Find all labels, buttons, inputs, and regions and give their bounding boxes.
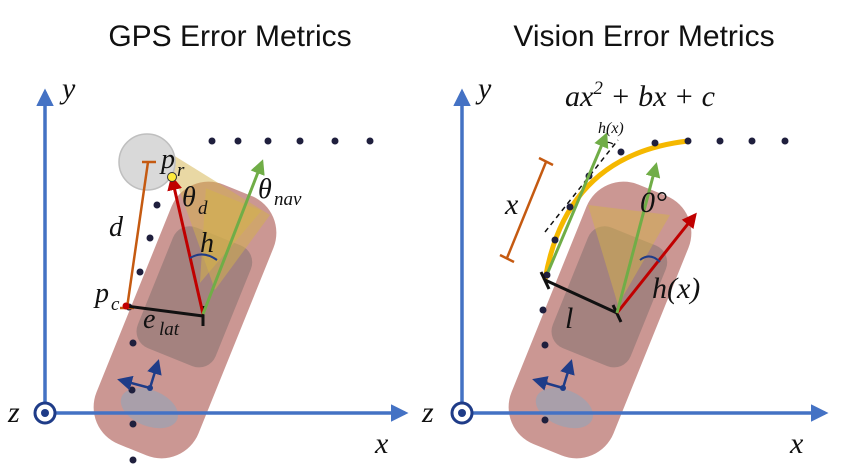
vision-headlight-cone [588, 205, 670, 305]
gps-local-frame [117, 359, 162, 391]
vision-title: Vision Error Metrics [513, 20, 774, 53]
vision-hx-angle-arc [639, 255, 661, 263]
vision-heading-arrow [615, 212, 697, 314]
gps-lateral-error-line [125, 304, 204, 318]
vision-equation: ax2 + bx + c [565, 78, 715, 113]
gps-y-label: y [59, 72, 76, 105]
gps-headlight-cone [165, 150, 270, 290]
vision-panel: Vision Error Metrics y x z ax2 + bx + c [421, 20, 829, 460]
vision-x-bracket [505, 161, 548, 259]
vision-tangent-line [544, 139, 619, 233]
gps-pc-point [122, 302, 130, 310]
gps-pc-label: p [93, 278, 109, 309]
gps-title: GPS Error Metrics [108, 20, 351, 53]
vision-y-label: y [475, 72, 492, 105]
vision-tangent-arrow [546, 132, 609, 273]
gps-theta-d-label: θ [182, 182, 196, 213]
vision-local-frame [532, 359, 575, 391]
gps-d-label: d [109, 212, 124, 243]
vision-fitted-curve [542, 138, 689, 281]
gps-theta-d-sub: d [198, 198, 208, 219]
gps-pr-point [167, 172, 177, 182]
gps-heading-arrow [167, 175, 205, 315]
vision-zero-arrow [615, 162, 661, 314]
gps-theta-nav-label: θ [258, 174, 272, 205]
gps-pc-sub: c [111, 294, 120, 315]
gps-theta-nav-sub: nav [274, 189, 302, 210]
vision-l-label: l [565, 302, 573, 335]
vision-hx-small-label: h(x) [598, 120, 624, 137]
gps-z-label: z [7, 396, 20, 429]
gps-h-angle-arc [189, 253, 218, 261]
gps-elat-sub: lat [159, 319, 180, 340]
gps-nav-arrow [201, 159, 265, 315]
gps-distance-line [125, 161, 150, 309]
vision-x-label: x [789, 427, 804, 460]
gps-h-label: h [200, 228, 214, 259]
gps-elat-label: e [143, 304, 155, 335]
vision-x-length-label: x [504, 188, 519, 221]
vision-hx-label: h(x) [652, 272, 700, 305]
gps-pr-sub: r [177, 160, 185, 181]
vision-zero-label: 0° [640, 186, 667, 219]
vision-z-label: z [421, 396, 434, 429]
gps-x-label: x [374, 427, 389, 460]
gps-panel: GPS Error Metrics y x z [7, 20, 409, 464]
gps-pr-label: p [159, 144, 175, 175]
vision-l-line [544, 278, 618, 315]
